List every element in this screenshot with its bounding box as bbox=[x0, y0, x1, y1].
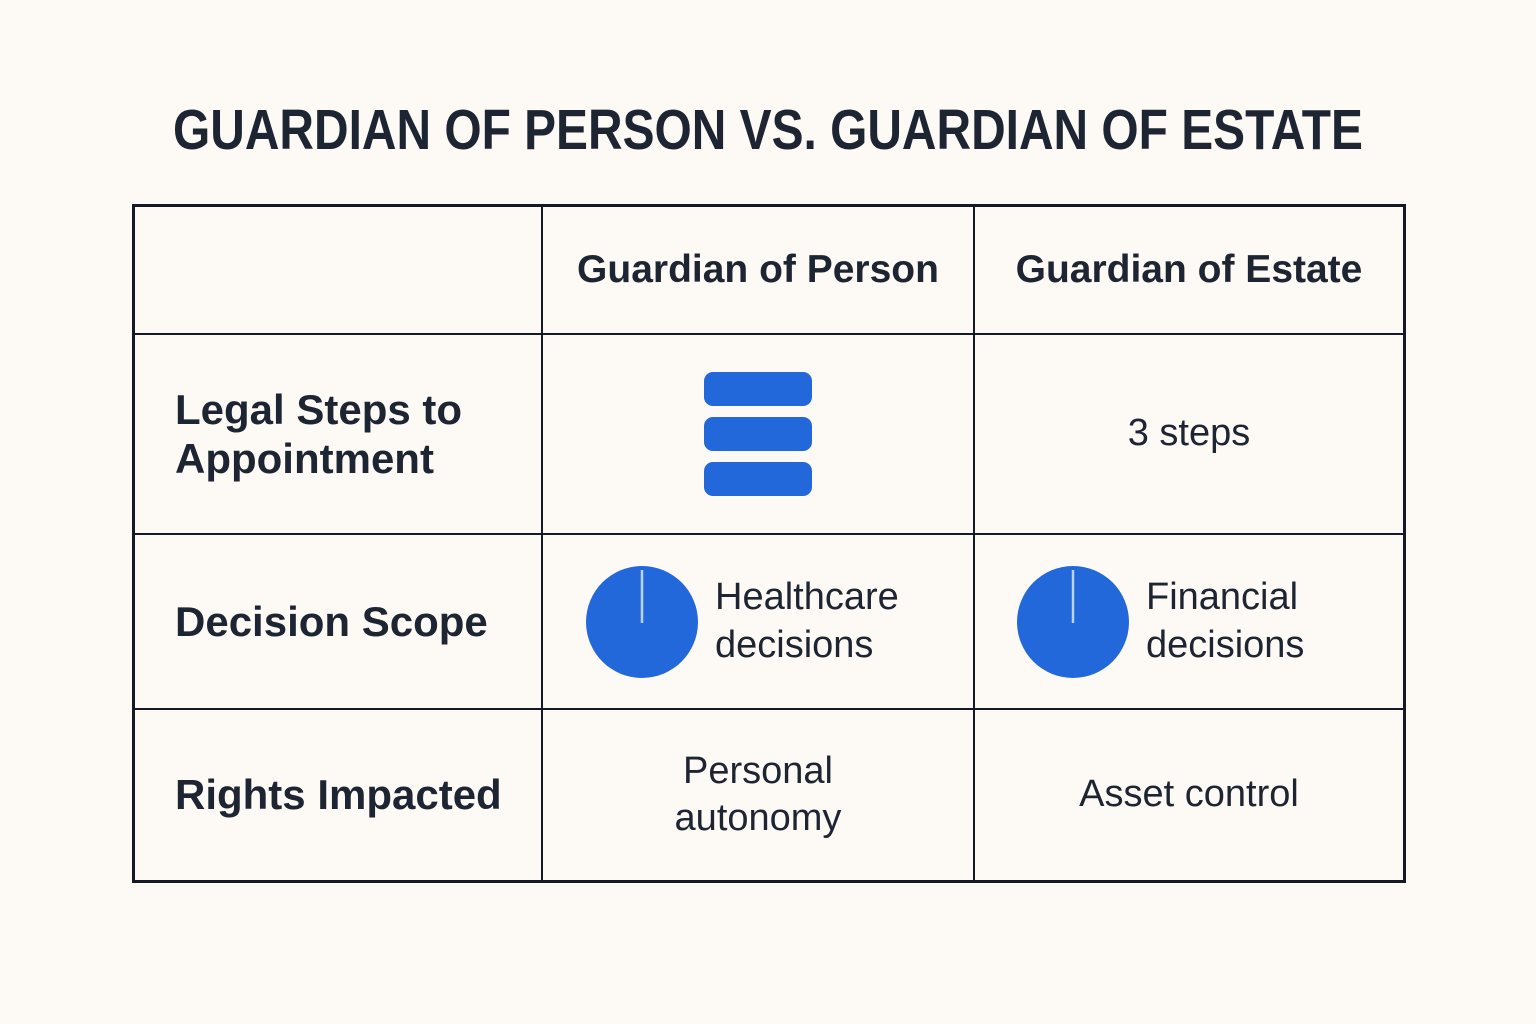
step-bar-icon bbox=[704, 417, 812, 451]
cell-person-rights-impacted: Personal autonomy bbox=[543, 710, 975, 880]
header-cell-blank bbox=[135, 207, 543, 335]
cell-value: Asset control bbox=[1079, 773, 1299, 816]
step-bar-icon bbox=[704, 462, 812, 496]
row-header-rights-impacted: Rights Impacted bbox=[135, 710, 543, 880]
cell-value: Healthcare decisions bbox=[715, 576, 899, 666]
column-header-label: Guardian of Person bbox=[577, 248, 939, 291]
three-steps-icon bbox=[704, 372, 812, 496]
row-label: Legal Steps to Appointment bbox=[175, 385, 463, 482]
cell-value: Financial decisions bbox=[1146, 576, 1305, 666]
header-cell-guardian-of-person: Guardian of Person bbox=[543, 207, 975, 335]
cell-estate-rights-impacted: Asset control bbox=[975, 710, 1403, 880]
row-header-decision-scope: Decision Scope bbox=[135, 535, 543, 710]
page-title: GUARDIAN OF PERSON VS. GUARDIAN OF ESTAT… bbox=[173, 98, 1363, 162]
header-cell-guardian-of-estate: Guardian of Estate bbox=[975, 207, 1403, 335]
row-label: Decision Scope bbox=[175, 597, 488, 645]
pie-chart-icon bbox=[586, 565, 698, 678]
cell-person-decision-scope: Healthcare decisions bbox=[543, 535, 975, 710]
comparison-table: Guardian of Person Guardian of Estate Le… bbox=[132, 204, 1406, 883]
cell-estate-decision-scope: Financial decisions bbox=[975, 535, 1403, 710]
step-bar-icon bbox=[704, 372, 812, 406]
cell-estate-legal-steps: 3 steps bbox=[975, 335, 1403, 535]
row-label: Rights Impacted bbox=[175, 771, 502, 819]
cell-value: Personal autonomy bbox=[674, 749, 842, 839]
pie-chart-icon bbox=[1017, 565, 1129, 678]
cell-person-legal-steps bbox=[543, 335, 975, 535]
row-header-legal-steps: Legal Steps to Appointment bbox=[135, 335, 543, 535]
column-header-label: Guardian of Estate bbox=[1015, 248, 1363, 291]
cell-value: 3 steps bbox=[1127, 412, 1251, 455]
